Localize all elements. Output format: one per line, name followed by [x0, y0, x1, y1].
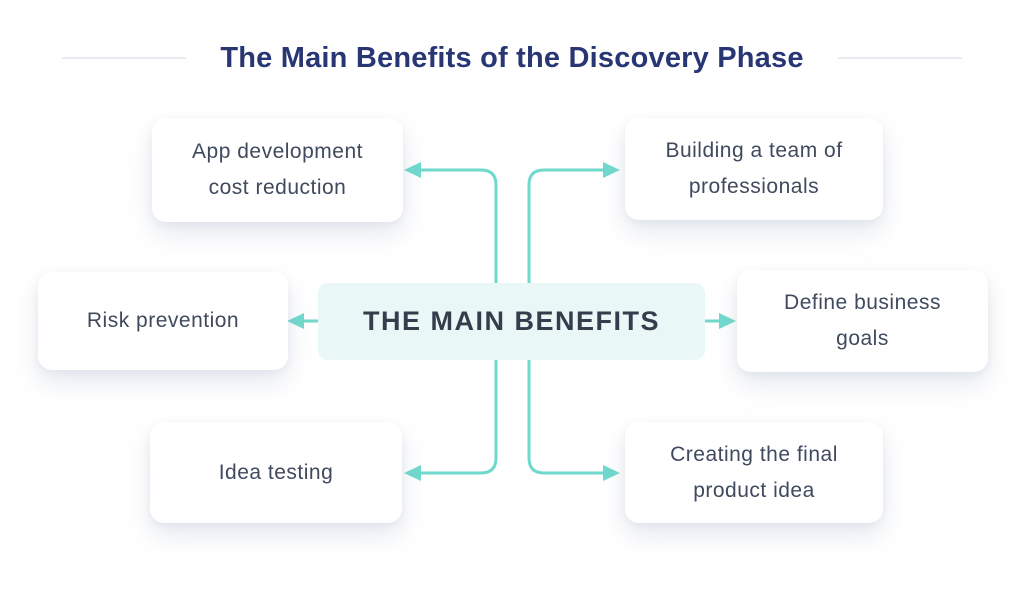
connector-center-to-mid-left	[287, 313, 318, 329]
benefit-label: Creating the final product idea	[670, 442, 838, 502]
connector-center-to-mid-right	[705, 313, 736, 329]
benefit-label: Building a team of professionals	[665, 139, 843, 198]
benefit-node-creating-the-final-product-idea: Creating the final product idea	[625, 422, 883, 523]
title-divider-right	[837, 57, 962, 59]
connector-center-to-top-right	[527, 162, 620, 283]
benefit-label: Risk prevention	[86, 309, 240, 332]
connector-center-to-bottom-left	[404, 360, 498, 481]
benefit-node-define-business-goals: Define business goals	[737, 270, 988, 372]
arrowhead-left-icon	[404, 465, 421, 481]
arrowhead-right-icon	[603, 162, 620, 178]
benefit-label: Define business goals	[784, 291, 941, 350]
arrowhead-right-icon	[603, 465, 620, 481]
central-node-label: THE MAIN BENEFITS	[362, 306, 660, 336]
connector-center-to-top-left	[404, 162, 498, 283]
benefit-label: Idea testing	[218, 460, 334, 484]
arrowhead-left-icon	[287, 313, 304, 329]
arrowhead-right-icon	[719, 313, 736, 329]
benefit-node-building-a-team-of-professionals: Building a team of professionals	[625, 118, 883, 220]
benefit-node-risk-prevention: Risk prevention	[38, 272, 288, 370]
benefit-node-app-development-cost-reduction: App development cost reduction	[152, 118, 403, 222]
central-node-the-main-benefits: THE MAIN BENEFITS	[318, 283, 705, 360]
benefit-label: App development cost reduction	[192, 140, 363, 199]
arrowhead-left-icon	[404, 162, 421, 178]
benefit-node-idea-testing: Idea testing	[150, 422, 402, 523]
header: The Main Benefits of the Discovery Phase	[0, 40, 1024, 76]
title-divider-left	[62, 57, 187, 59]
connector-center-to-bottom-right	[527, 360, 620, 481]
page-title: The Main Benefits of the Discovery Phase	[220, 41, 804, 74]
